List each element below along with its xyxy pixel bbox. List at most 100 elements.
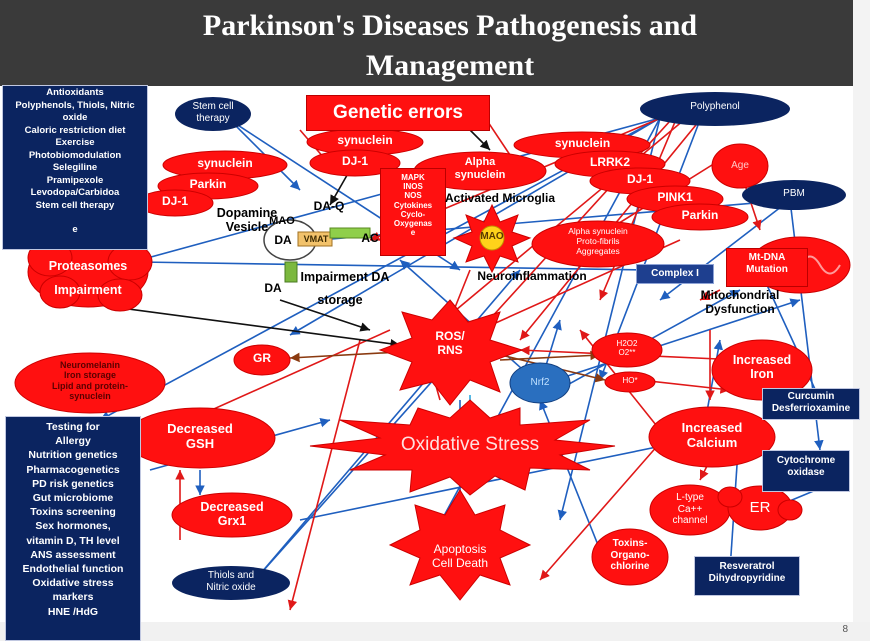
increased-calcium-label: Increased Calcium [681, 420, 743, 450]
pbm-label: PBM [783, 188, 805, 199]
polyphenol-oval: Polyphenol [640, 92, 790, 126]
mao-small-label: MAO [269, 215, 295, 227]
dopamine-vesicle-label: Dopamine Vesicle [216, 206, 278, 235]
slide-title: Parkinson's Diseases Pathogenesis and Ma… [202, 9, 698, 82]
dj1-left-label: DJ-1 [161, 194, 188, 208]
antioxidants-line: Selegiline [52, 162, 98, 173]
testing-line: Testing for [46, 421, 100, 433]
antioxidants-line: oxide [62, 112, 88, 123]
decreased-gsh-label: Decreased GSH [167, 421, 233, 451]
testing-line: Gut microbiome [32, 492, 114, 505]
alpha-synuclein-label: Alpha synuclein [454, 156, 506, 181]
antioxidants-box: Antioxidants Polyphenols, Thiols, Nitric… [2, 85, 148, 250]
ho-shape [604, 371, 656, 393]
er-label: ER [749, 499, 771, 516]
nrf2-shape [509, 362, 571, 404]
activated-microglia-label: Activated Microglia [444, 191, 556, 205]
gr-label: GR [253, 351, 271, 365]
title-bar: Parkinson's Diseases Pathogenesis and Ma… [0, 0, 853, 86]
ac-label: AC [361, 231, 379, 245]
oxidative-stress-label: Oxidative Stress [400, 434, 540, 455]
toxins-label: Toxins- Organo- chlorine [610, 538, 650, 572]
testing-line: Sex hormones, [35, 520, 111, 533]
parkin-right-shape [651, 203, 749, 231]
antioxidants-line: Antioxidants [46, 87, 104, 98]
lrrk2-label: LRRK2 [589, 155, 630, 169]
decreased-grx-shape [171, 492, 293, 538]
h2o2-label: H2O2 O2** [616, 339, 638, 358]
nrf2-label: Nrf2 [530, 377, 550, 388]
complex-i-box: Complex I [636, 264, 714, 284]
mito-dysfunction-label: Mitochondrial Dysfunction [700, 288, 780, 316]
dj1-right-label: DJ-1 [626, 172, 653, 186]
resveratrol-box: Resveratrol Dihydropyridine [694, 556, 800, 596]
nitric-oxide-label: Thiols and Nitric oxide [206, 570, 256, 593]
testing-box: Testing for Allergy Nutrition genetics P… [5, 416, 141, 641]
age-label: Age [731, 160, 749, 171]
testing-line: vitamin D, TH level [26, 534, 120, 547]
h2o2-shape [591, 332, 663, 368]
pbm-oval: PBM [742, 180, 846, 210]
antioxidants-line: Exercise [55, 137, 95, 148]
dj1-mid-label: DJ-1 [341, 154, 368, 168]
increased-calcium-shape [648, 406, 776, 468]
gr-shape [233, 344, 291, 376]
synuclein-left-label: synuclein [197, 156, 253, 170]
oxidative-stress-star [309, 399, 616, 496]
ros-label: ROS/ RNS [435, 329, 465, 357]
apoptosis-label: Apoptosis Cell Death [431, 542, 489, 570]
testing-line: Oxidative stress [32, 577, 114, 590]
increased-iron-label: Increased Iron [732, 353, 792, 382]
synuclein-mid-label: synuclein [337, 133, 393, 147]
neuromelanin-shape [14, 352, 166, 414]
slide-margin [853, 0, 870, 641]
impairment-da-label: Impairment DA [300, 270, 390, 284]
da-q-label: DA-Q [313, 199, 345, 213]
dj1-mid-shape [309, 149, 401, 177]
mao-label: MAO [480, 231, 504, 242]
antioxidants-line: Levodopa/Carbidoa [30, 187, 120, 198]
parkin-left-label: Parkin [189, 177, 227, 191]
cytochrome-box: Cytochrome oxidase [762, 450, 850, 492]
alpha-aggregates-label: Alpha synuclein Proto-fibrils Aggregates [568, 226, 628, 256]
slide-footer [0, 622, 870, 641]
testing-line: markers [52, 591, 94, 604]
age-shape [711, 143, 769, 189]
testing-line: Endothelial function [22, 563, 124, 576]
mapk-box: MAPK INOS NOS Cytokines Cyclo- Oxygenas … [380, 168, 446, 256]
vmat-label: VMAT [303, 234, 329, 244]
parkin-right-label: Parkin [681, 208, 719, 222]
pink1-label: PINK1 [657, 190, 693, 204]
curcumin-box: Curcumin Desferrioxamine [762, 388, 860, 420]
stem-cell-label: Stem cell therapy [192, 101, 234, 124]
storage-label: storage [317, 293, 363, 307]
testing-line: PD risk genetics [32, 477, 114, 490]
ltype-label: L-type Ca++ channel [672, 492, 708, 526]
antioxidants-line: Stem cell therapy [35, 199, 115, 211]
decreased-grx-label: Decreased Grx1 [200, 500, 264, 529]
testing-line: Toxins screening [30, 506, 116, 519]
ho-label: HO* [622, 376, 638, 385]
genetic-errors-box: Genetic errors [306, 95, 490, 131]
testing-line: HNE /HdG [47, 605, 99, 618]
apoptosis-star [388, 489, 532, 601]
testing-line: ANS assessment [30, 548, 116, 561]
neuroinflammation-label: Neuroinflammation [477, 269, 587, 283]
alpha-aggregates-shape [531, 220, 665, 268]
synuclein-right-label: synuclein [554, 136, 611, 150]
testing-line: Nutrition genetics [28, 449, 118, 462]
page-number: 8 [842, 624, 848, 635]
da-storage-da-label: DA [264, 281, 282, 295]
antioxidants-line: Caloric restriction diet [24, 124, 126, 136]
neuromelanin-label: Neuromelanin Iron storage Lipid and prot… [52, 360, 128, 402]
antioxidants-line [3, 212, 147, 224]
antioxidants-line: e [72, 224, 78, 235]
stem-cell-oval: Stem cell therapy [175, 97, 251, 131]
testing-line: Allergy [55, 435, 91, 448]
antioxidants-line: Polyphenols, Thiols, Nitric [15, 99, 135, 111]
da-left-label: DA [274, 233, 292, 247]
vmat-shape [297, 231, 333, 247]
toxins-shape [591, 528, 669, 586]
